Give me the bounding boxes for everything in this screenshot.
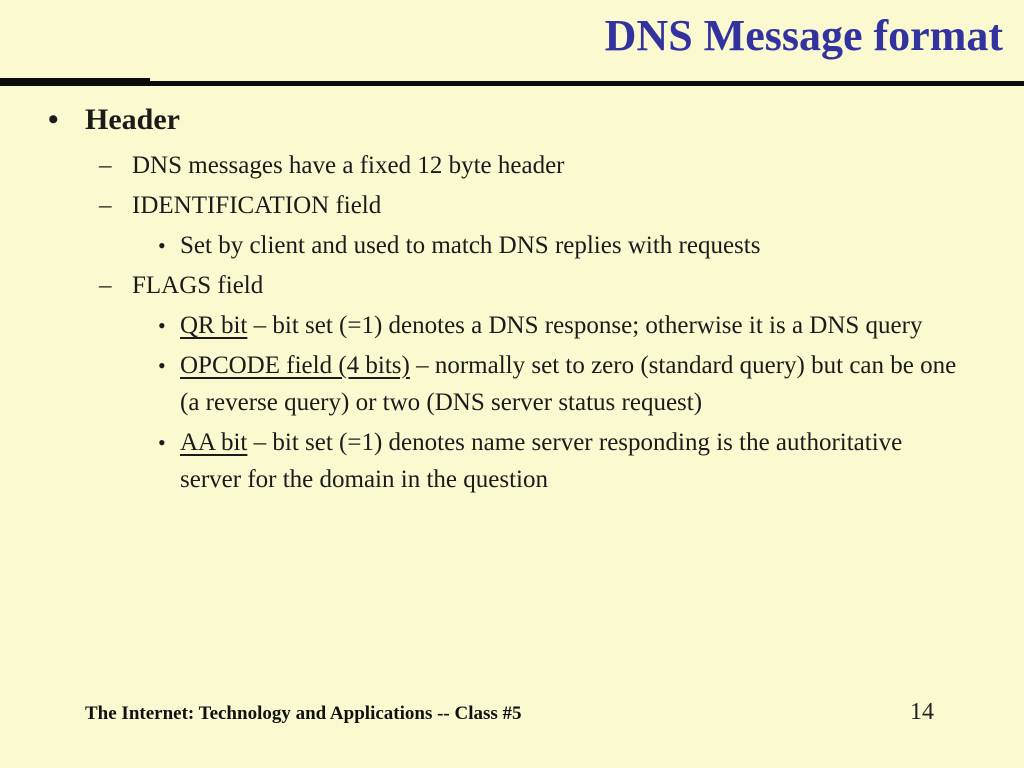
list-item-level3: • OPCODE field (4 bits) – normally set t… xyxy=(0,347,1024,421)
list-item-text: FLAGS field xyxy=(132,272,264,299)
list-item-level1: • Header xyxy=(0,103,1024,137)
list-item-text: AA bit – bit set (=1) denotes name serve… xyxy=(180,424,960,498)
list-item-text: DNS messages have a fixed 12 byte header xyxy=(132,152,565,179)
slide-title: DNS Message format xyxy=(604,11,1003,60)
list-item-text: IDENTIFICATION field xyxy=(132,192,382,219)
footer-text: The Internet: Technology and Application… xyxy=(85,703,522,724)
list-item-text-rest: – bit set (=1) denotes name server respo… xyxy=(180,429,903,493)
bullet-icon: • xyxy=(158,233,166,258)
bullet-icon: • xyxy=(158,313,166,338)
list-item-level3: • QR bit – bit set (=1) denotes a DNS re… xyxy=(0,307,1024,344)
bullet-icon: • xyxy=(48,103,59,136)
list-item-level2: – DNS messages have a fixed 12 byte head… xyxy=(0,147,1024,184)
page-number: 14 xyxy=(910,699,934,725)
list-item-text-rest: – bit set (=1) denotes a DNS response; o… xyxy=(247,312,923,339)
title-divider-line-left-segment xyxy=(0,78,150,82)
list-item-text: Set by client and used to match DNS repl… xyxy=(180,232,761,259)
list-item-level3: • AA bit – bit set (=1) denotes name ser… xyxy=(0,424,1024,498)
list-item-text-rest: – normally set to zero (standard query) … xyxy=(180,352,957,416)
dash-bullet-icon: – xyxy=(99,152,112,179)
bullet-icon: • xyxy=(158,353,166,378)
list-item-text: QR bit – bit set (=1) denotes a DNS resp… xyxy=(180,307,922,344)
list-item-level3: • Set by client and used to match DNS re… xyxy=(0,227,1024,264)
underlined-term: AA bit xyxy=(180,429,248,456)
list-item-level2: – FLAGS field xyxy=(0,267,1024,304)
list-item-level2: – IDENTIFICATION field xyxy=(0,187,1024,224)
underlined-term: OPCODE field (4 bits) xyxy=(180,352,410,379)
bullet-icon: • xyxy=(158,430,166,455)
underlined-term: QR bit xyxy=(180,312,248,339)
title-divider-line xyxy=(0,81,1024,86)
dash-bullet-icon: – xyxy=(99,192,112,219)
list-item-text: Header xyxy=(85,103,180,136)
slide-body: • Header – DNS messages have a fixed 12 … xyxy=(0,95,1024,501)
list-item-text: OPCODE field (4 bits) – normally set to … xyxy=(180,347,960,421)
dash-bullet-icon: – xyxy=(99,272,112,299)
